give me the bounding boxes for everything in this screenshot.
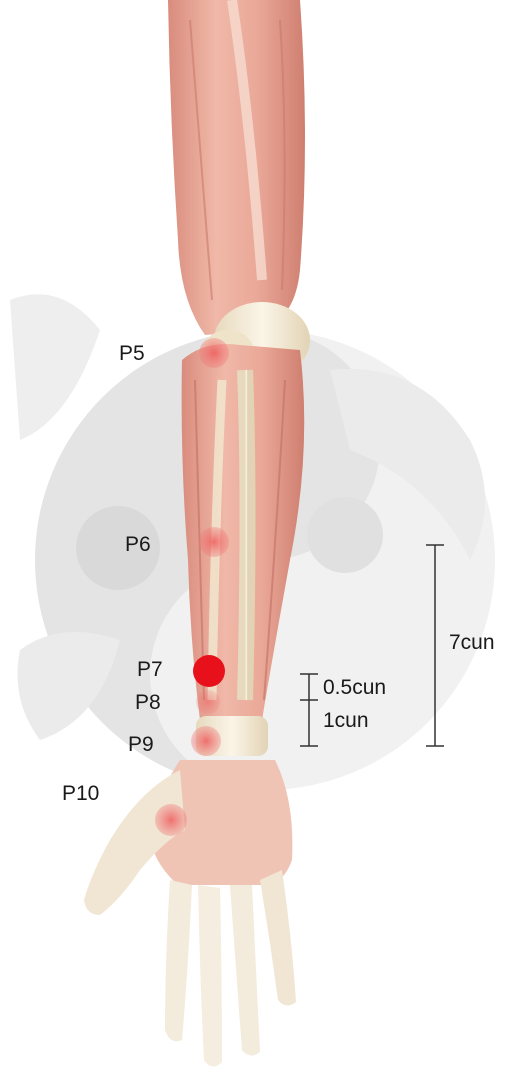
acupoint-p9-label: P9 bbox=[128, 733, 154, 756]
acupoint-p7-marker[interactable] bbox=[193, 655, 225, 687]
acupoint-p8-marker[interactable] bbox=[196, 690, 220, 714]
hand bbox=[84, 760, 296, 1067]
acupoint-p5-marker[interactable] bbox=[199, 338, 229, 368]
measurement-brackets bbox=[300, 544, 444, 747]
measurement-05cun-label: 0.5cun bbox=[323, 676, 387, 699]
measurement-1cun-label: 1cun bbox=[323, 709, 369, 732]
acupoint-p5-label: P5 bbox=[119, 342, 145, 365]
forearm bbox=[181, 344, 305, 720]
upper-arm bbox=[168, 0, 305, 335]
acupoint-p7-label: P7 bbox=[137, 658, 163, 681]
acupoint-p6-marker[interactable] bbox=[199, 527, 229, 557]
measurement-7cun-label: 7cun bbox=[449, 631, 495, 654]
acupoint-p8-label: P8 bbox=[135, 691, 161, 714]
acupoint-p10-label: P10 bbox=[62, 782, 100, 805]
acupoints bbox=[155, 338, 229, 836]
acupoint-p9-marker[interactable] bbox=[191, 726, 221, 756]
acupoint-p10-marker[interactable] bbox=[155, 804, 187, 836]
acupoint-p6-label: P6 bbox=[125, 533, 151, 556]
